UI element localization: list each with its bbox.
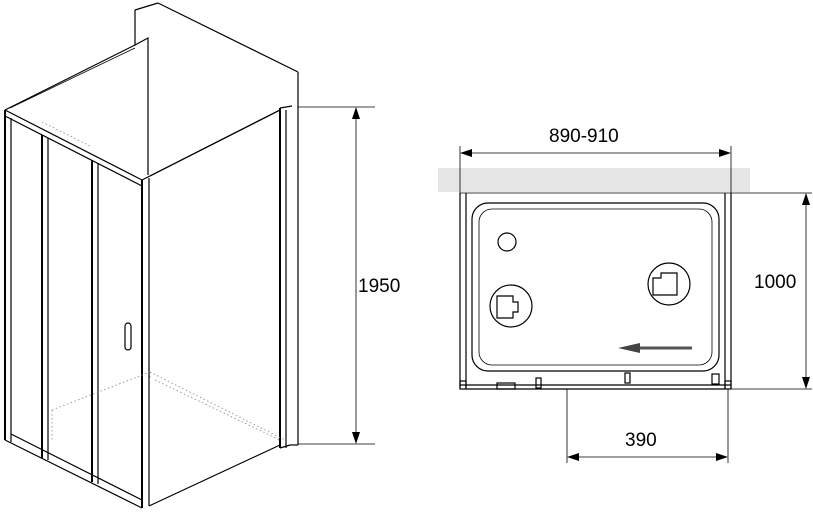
shower-tray	[471, 202, 720, 372]
slide-arrow	[618, 343, 692, 353]
depth-dimension-label: 1000	[754, 272, 796, 293]
door-dimension: 390	[566, 389, 729, 463]
enclosure-outline	[459, 192, 732, 390]
width-dimension-label: 890-910	[549, 126, 619, 147]
back-wall	[134, 2, 299, 446]
wall-strip	[438, 168, 750, 192]
height-dimension-label: 1950	[358, 276, 400, 297]
door-dimension-label: 390	[625, 430, 657, 451]
door-handle	[124, 322, 132, 351]
width-dimension: 890-910	[459, 126, 732, 206]
front-door	[4, 110, 281, 509]
side-panel	[279, 105, 293, 449]
drain	[497, 232, 517, 252]
detail-callout-left	[489, 284, 533, 328]
top-frame	[4, 44, 281, 187]
plan-view: 890-910	[438, 126, 812, 463]
door-track	[459, 372, 732, 390]
hidden-lines	[51, 371, 286, 441]
detail-callout-right	[647, 262, 691, 306]
perspective-view: 1950	[4, 2, 400, 509]
depth-dimension: 1000	[731, 192, 812, 390]
height-dimension: 1950	[298, 106, 400, 445]
